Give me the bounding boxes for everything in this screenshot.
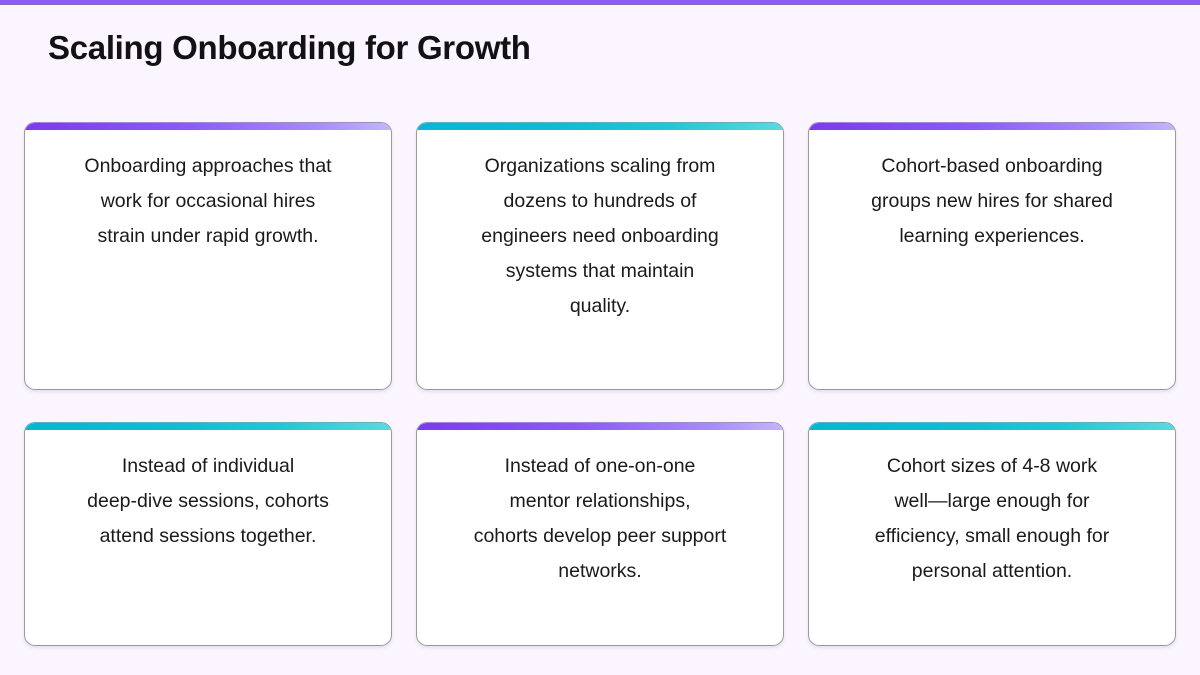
card-accent-bar xyxy=(809,123,1175,130)
card-accent-bar xyxy=(25,123,391,130)
content-card: Instead of individual deep-dive sessions… xyxy=(24,422,392,646)
content-card: Instead of one-on-one mentor relationshi… xyxy=(416,422,784,646)
card-text: Onboarding approaches that work for occa… xyxy=(84,155,332,247)
content-card: Cohort sizes of 4-8 work well—large enou… xyxy=(808,422,1176,646)
card-accent-bar xyxy=(25,423,391,430)
card-text: Organizations scaling from dozens to hun… xyxy=(481,155,719,317)
card-text: Instead of one-on-one mentor relationshi… xyxy=(473,455,727,582)
card-accent-bar xyxy=(417,123,783,130)
card-text: Instead of individual deep-dive sessions… xyxy=(87,455,329,547)
page-title: Scaling Onboarding for Growth xyxy=(48,29,531,66)
content-card: Cohort-based onboarding groups new hires… xyxy=(808,122,1176,390)
top-accent-bar xyxy=(0,0,1200,5)
content-card: Onboarding approaches that work for occa… xyxy=(24,122,392,390)
card-grid: Onboarding approaches that work for occa… xyxy=(24,122,1176,646)
card-accent-bar xyxy=(809,423,1175,430)
content-card: Organizations scaling from dozens to hun… xyxy=(416,122,784,390)
card-accent-bar xyxy=(417,423,783,430)
card-text: Cohort-based onboarding groups new hires… xyxy=(871,155,1113,247)
card-text: Cohort sizes of 4-8 work well—large enou… xyxy=(874,455,1110,582)
